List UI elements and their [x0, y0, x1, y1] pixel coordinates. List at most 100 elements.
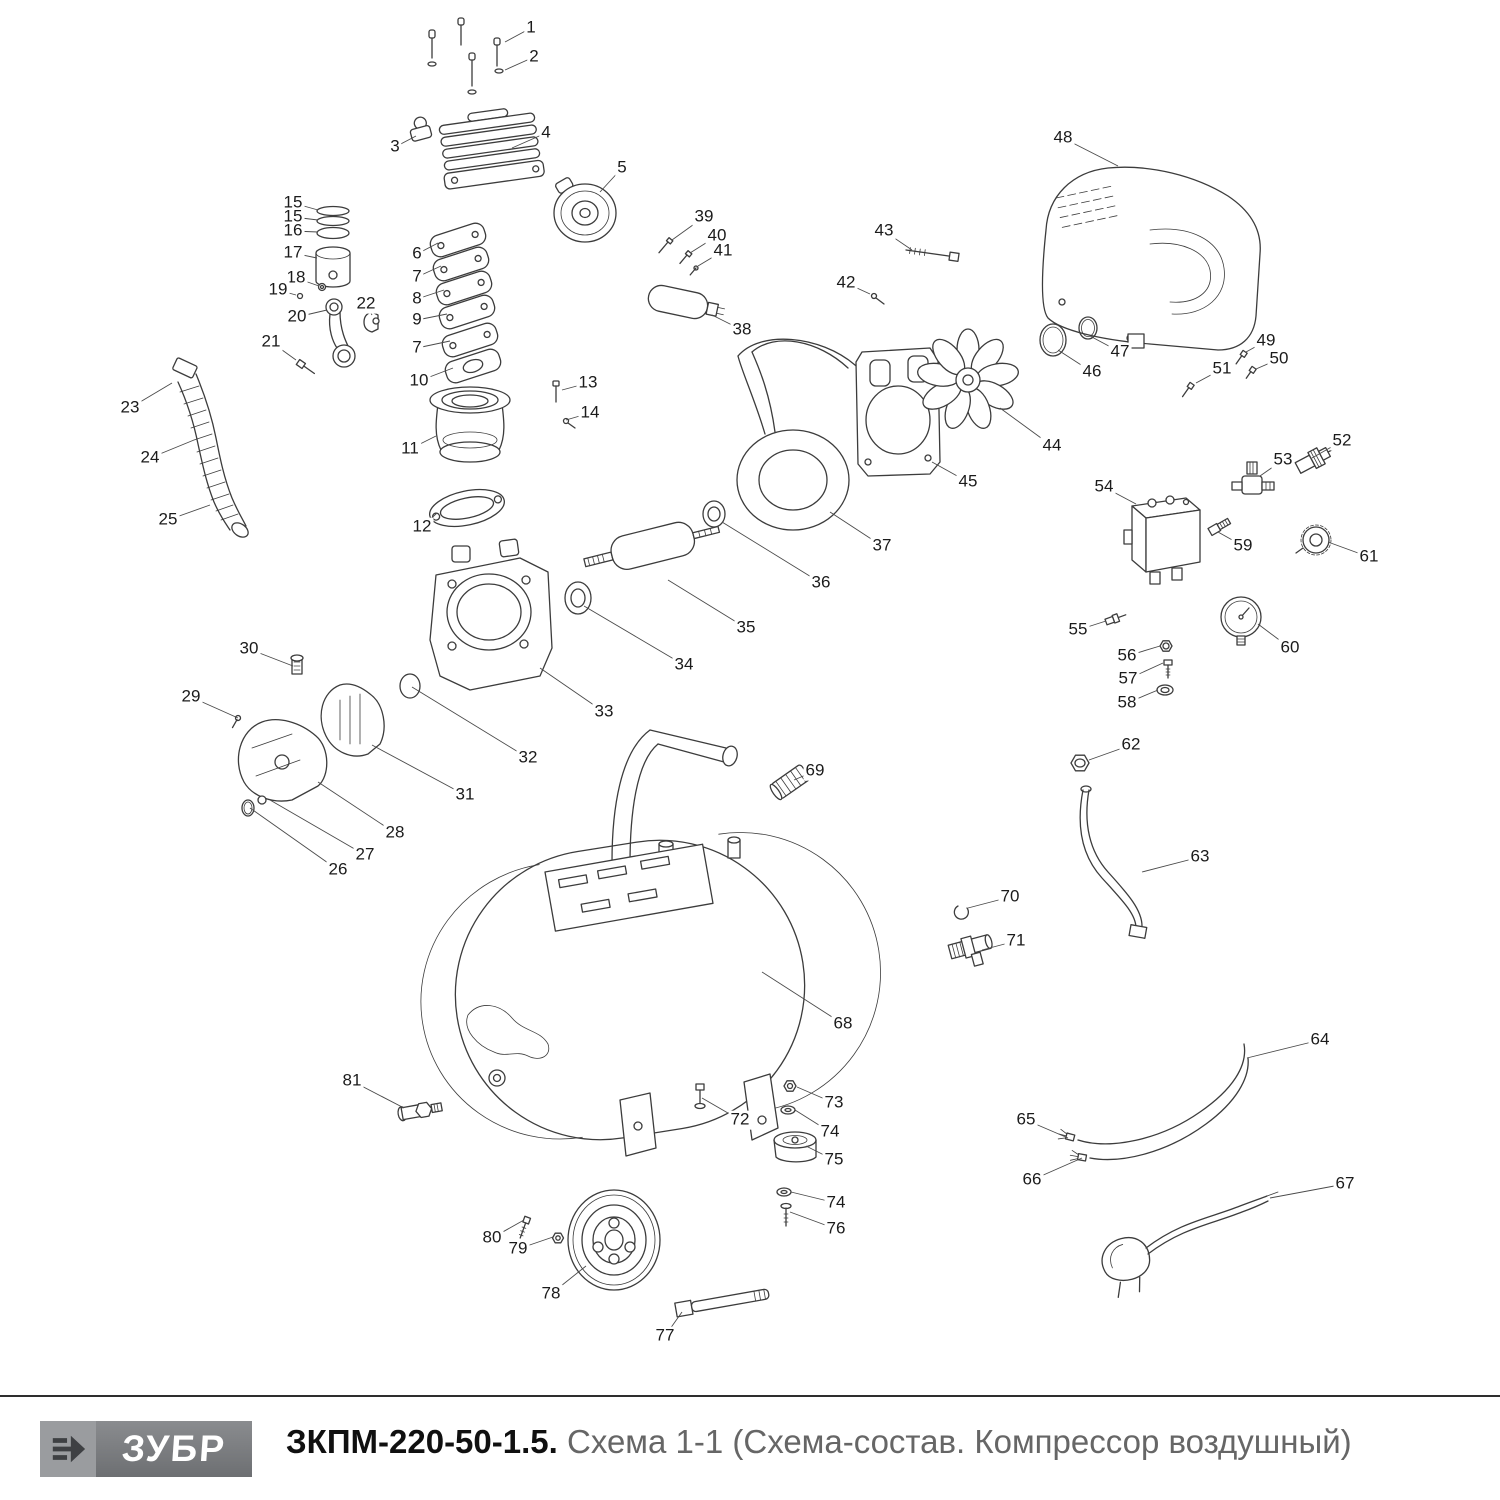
part-number-label: 2 — [527, 46, 541, 67]
part-number-label: 44 — [1040, 435, 1064, 456]
diagram-title: ЗКПМ-220-50-1.5. Схема 1-1 (Схема-состав… — [286, 1423, 1352, 1461]
part-number-label: 77 — [653, 1325, 677, 1346]
retaining-clip — [953, 905, 969, 920]
part-number-label: 48 — [1051, 127, 1075, 148]
part-number-label: 29 — [179, 686, 203, 707]
part-number-label: 17 — [281, 242, 305, 263]
part-number-label: 32 — [516, 747, 540, 768]
valve-plate-stack — [429, 222, 502, 384]
small-hardware — [1070, 613, 1174, 772]
part-number-label: 7 — [410, 337, 424, 358]
brand-name: ЗУБР — [120, 1428, 228, 1469]
part-number-label: 59 — [1231, 535, 1255, 556]
part-number-label: 54 — [1092, 476, 1116, 497]
part-number-label: 70 — [998, 886, 1022, 907]
part-number-label: 55 — [1066, 619, 1090, 640]
part-number-label: 74 — [824, 1192, 848, 1213]
part-number-label: 64 — [1308, 1029, 1332, 1050]
part-number-label: 23 — [118, 397, 142, 418]
long-bolt — [905, 247, 960, 262]
part-number-label: 75 — [822, 1149, 846, 1170]
part-number-label: 73 — [822, 1092, 846, 1113]
part-number-label: 14 — [578, 402, 602, 423]
part-number-label: 38 — [730, 319, 754, 340]
part-number-label: 31 — [453, 784, 477, 805]
part-number-label: 62 — [1119, 734, 1143, 755]
title-block: ЗУБР ЗКПМ-220-50-1.5. Схема 1-1 (Схема-с… — [0, 1395, 1500, 1500]
bearings — [399, 500, 726, 699]
o-rings — [1039, 316, 1098, 357]
part-number-label: 66 — [1020, 1169, 1044, 1190]
part-number-label: 65 — [1014, 1109, 1038, 1130]
air-filter — [553, 177, 617, 243]
check-valve — [947, 934, 993, 967]
small-screws-39-42 — [658, 237, 885, 305]
part-number-label: 4 — [539, 122, 553, 143]
pressure-switch — [1123, 495, 1201, 585]
part-number-label: 80 — [480, 1227, 504, 1248]
pressure-gauge — [1220, 596, 1262, 646]
part-number-label: 60 — [1278, 637, 1302, 658]
part-number-label: 81 — [340, 1070, 364, 1091]
part-number-label: 46 — [1080, 361, 1104, 382]
part-number-label: 12 — [410, 516, 434, 537]
part-number-label: 68 — [831, 1013, 855, 1034]
part-number-label: 20 — [285, 306, 309, 327]
air-tank — [420, 729, 881, 1157]
part-number-label: 19 — [266, 279, 290, 300]
capacitor — [647, 284, 725, 320]
part-number-label: 22 — [354, 293, 378, 314]
regulator — [1231, 461, 1275, 495]
cylinder — [429, 386, 511, 463]
fan — [917, 328, 1019, 429]
part-number-label: 51 — [1210, 358, 1234, 379]
small-screws-13-14 — [552, 380, 576, 429]
part-number-label: 50 — [1267, 348, 1291, 369]
fitting-59 — [1207, 517, 1232, 537]
part-number-label: 25 — [156, 509, 180, 530]
exploded-diagram-drawing — [172, 17, 1335, 1318]
part-number-label: 63 — [1188, 846, 1212, 867]
part-number-label: 76 — [824, 1218, 848, 1239]
axle-bolt — [674, 1288, 770, 1318]
part-number-label: 79 — [506, 1238, 530, 1259]
knob — [1295, 524, 1332, 556]
part-number-label: 30 — [237, 638, 261, 659]
part-number-label: 74 — [818, 1121, 842, 1142]
rubber-foot — [773, 1131, 817, 1163]
part-number-label: 56 — [1115, 645, 1139, 666]
rubber-mount — [409, 116, 433, 142]
cylinder-head — [438, 108, 545, 190]
side-covers — [237, 683, 385, 817]
quick-coupler — [1294, 446, 1335, 474]
part-number-label: 67 — [1333, 1173, 1357, 1194]
drain-valve — [397, 1101, 443, 1122]
part-number-label: 11 — [399, 438, 421, 459]
wheel — [567, 1189, 661, 1291]
model-number: ЗКПМ-220-50-1.5. — [286, 1423, 558, 1460]
part-number-label: 27 — [353, 844, 377, 865]
fan-bracket — [855, 347, 941, 477]
part-number-label: 26 — [326, 859, 350, 880]
part-number-label: 37 — [870, 535, 894, 556]
brand-logo: ЗУБР — [40, 1421, 252, 1477]
part-number-label: 45 — [956, 471, 980, 492]
scheme-subtitle: Схема 1-1 (Схема-состав. Компрессор возд… — [557, 1423, 1352, 1460]
part-number-label: 10 — [407, 370, 431, 391]
part-number-label: 34 — [672, 654, 696, 675]
part-number-label: 58 — [1115, 692, 1139, 713]
flexible-hose — [172, 357, 249, 538]
rotor — [583, 521, 721, 570]
part-number-label: 39 — [692, 206, 716, 227]
part-number-label: 18 — [284, 267, 308, 288]
part-number-label: 6 — [410, 243, 424, 264]
part-number-label: 42 — [834, 272, 858, 293]
crankcase — [429, 538, 553, 691]
part-number-label: 13 — [576, 372, 600, 393]
piston-group — [295, 205, 380, 375]
brand-arrow-icon — [40, 1421, 96, 1477]
part-number-label: 8 — [410, 288, 424, 309]
part-number-label: 7 — [410, 266, 424, 287]
part-number-label: 21 — [259, 331, 283, 352]
